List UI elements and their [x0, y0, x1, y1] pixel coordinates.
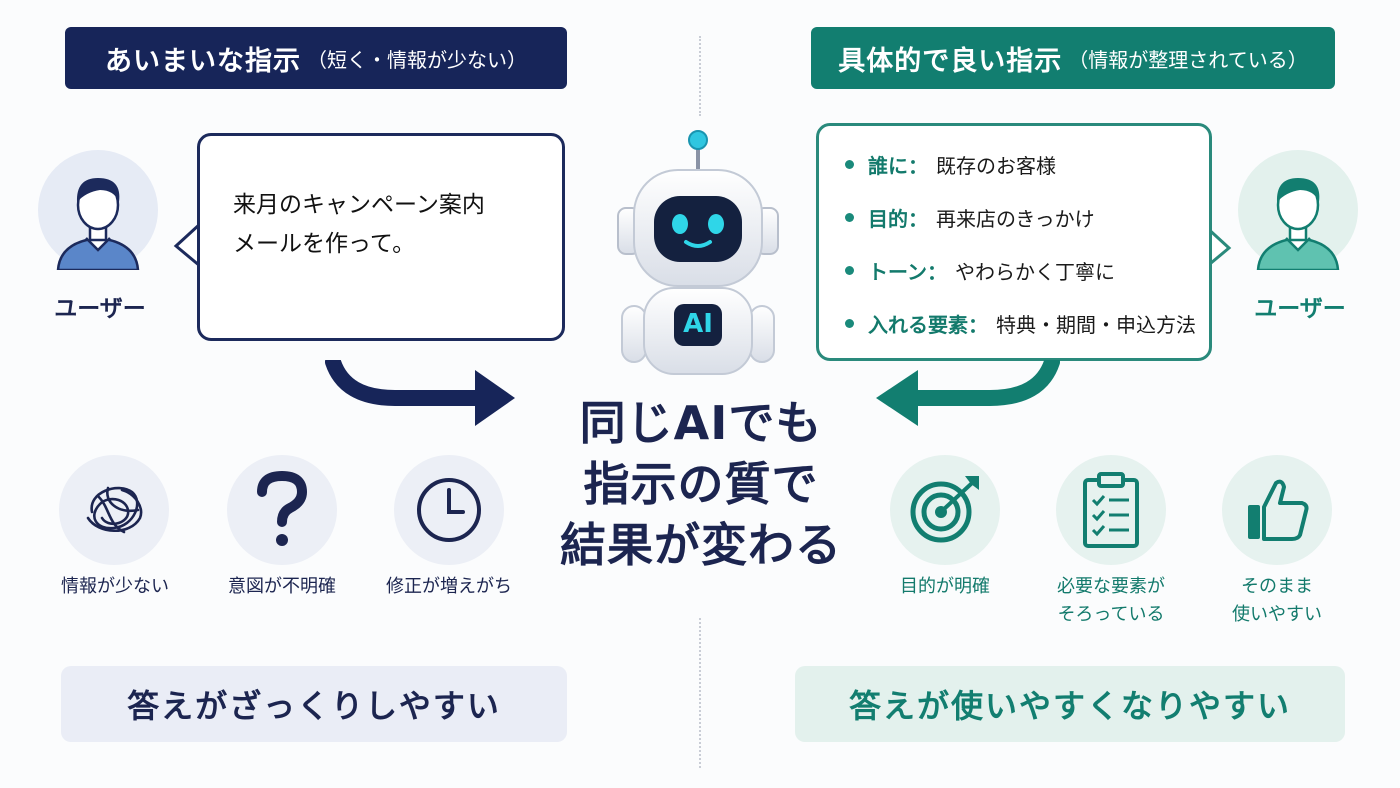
checklist-row-1: 誰に： 既存のお客様	[845, 150, 1056, 179]
bullet-dot	[845, 213, 854, 222]
question-mark-icon	[257, 470, 308, 546]
left-feature-3-circle	[394, 455, 504, 565]
target-icon	[910, 476, 979, 543]
checklist-row-4: 入れる要素： 特典・期間・申込方法	[845, 309, 1196, 338]
vague-instruction-bubble: 来月のキャンペーン案内 メールを作って。	[197, 133, 565, 341]
vague-result-footer: 答えがざっくりしやすい	[61, 666, 567, 742]
bullet-dot	[845, 319, 854, 328]
tangled-scribble-icon	[86, 486, 143, 534]
checklist-key: 入れる要素：	[868, 313, 988, 337]
right-arrow-icon	[876, 360, 1060, 426]
left-feature-2-label: 意図が不明確	[228, 576, 336, 597]
right-feature-3-label-line2: 使いやすい	[1232, 604, 1322, 625]
left-feature-3-label: 修正が増えがち	[386, 576, 512, 597]
left-user-avatar	[38, 150, 158, 272]
checklist-key: 目的：	[868, 207, 928, 231]
user-icon	[56, 178, 140, 272]
center-title: 同じAIでも 指示の質で 結果が変わる	[556, 393, 846, 576]
specific-instruction-bubble: 誰に： 既存のお客様 目的： 再来店のきっかけ トーン： やわらかく丁寧に 入れ…	[816, 123, 1212, 361]
right-user-label: ユーザー	[1254, 296, 1346, 322]
checklist-row-3: トーン： やわらかく丁寧に	[845, 256, 1115, 285]
vague-header-title: あいまいな指示	[105, 45, 301, 77]
ai-robot-icon	[617, 130, 779, 375]
clipboard-checklist-icon	[1083, 472, 1139, 548]
right-feature-3-label: そのまま 使いやすい	[1192, 573, 1362, 629]
checklist-value: 特典・期間・申込方法	[996, 313, 1196, 337]
checklist-value: 再来店のきっかけ	[936, 207, 1095, 231]
thumbs-up-icon	[1248, 479, 1309, 541]
center-title-line2: 指示の質で	[583, 457, 819, 511]
vague-instruction-header: あいまいな指示 （短く・情報が少ない）	[65, 27, 567, 89]
right-feature-3-label-line1: そのまま	[1241, 576, 1313, 597]
checklist-key: トーン：	[868, 260, 947, 284]
bullet-dot	[845, 266, 854, 275]
right-feature-2-circle	[1056, 455, 1166, 565]
specific-result-footer: 答えが使いやすくなりやすい	[795, 666, 1345, 742]
center-divider-top	[699, 36, 701, 116]
vague-bubble-line2: メールを作って。	[233, 231, 416, 257]
right-feature-2-label: 必要な要素が そろっている	[1026, 573, 1196, 629]
user-icon	[1256, 178, 1340, 272]
checklist-value: 既存のお客様	[936, 154, 1056, 178]
left-feature-2-circle	[227, 455, 337, 565]
checklist-key: 誰に：	[868, 154, 928, 178]
clock-icon	[417, 478, 481, 542]
center-divider-bottom	[699, 618, 701, 768]
right-feature-1-label-line1: 目的が明確	[900, 576, 990, 597]
vague-bubble-line1: 来月のキャンペーン案内	[233, 192, 485, 218]
specific-header-title: 具体的で良い指示	[838, 45, 1063, 77]
vague-header-subtitle: （短く・情報が少ない）	[307, 47, 527, 72]
left-arrow-icon	[325, 360, 515, 426]
left-user-label: ユーザー	[54, 296, 146, 322]
center-title-line1: 同じAIでも	[579, 396, 823, 450]
specific-header-subtitle: （情報が整理されている）	[1068, 47, 1308, 72]
left-feature-1-circle	[59, 455, 169, 565]
specific-instruction-header: 具体的で良い指示 （情報が整理されている）	[811, 27, 1335, 89]
right-feature-2-label-line2: そろっている	[1057, 604, 1165, 625]
robot-ai-badge: AI	[683, 309, 713, 339]
right-user-avatar	[1238, 150, 1358, 272]
right-feature-1-circle	[890, 455, 1000, 565]
center-title-line3: 結果が変わる	[560, 518, 842, 572]
right-feature-3-circle	[1222, 455, 1332, 565]
left-bubble-tail	[173, 222, 202, 268]
bullet-dot	[845, 160, 854, 169]
left-feature-1-label: 情報が少ない	[61, 576, 169, 597]
right-feature-1-label: 目的が明確	[860, 573, 1030, 601]
right-feature-2-label-line1: 必要な要素が	[1057, 576, 1165, 597]
checklist-row-2: 目的： 再来店のきっかけ	[845, 203, 1095, 232]
checklist-value: やわらかく丁寧に	[955, 260, 1115, 284]
